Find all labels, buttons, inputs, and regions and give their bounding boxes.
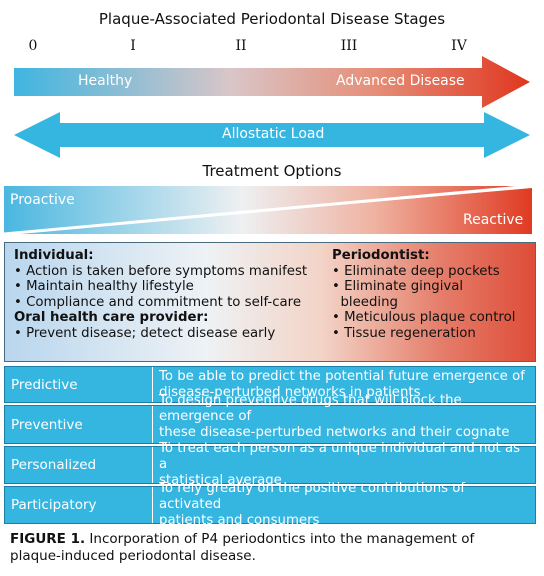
list-item: • Eliminate deep pockets — [332, 263, 500, 279]
list-item: • Maintain healthy lifestyle — [14, 279, 194, 294]
p4-row-participatory: Participatory To rely greatly on the pos… — [4, 481, 536, 528]
caption-text: plaque-induced periodontal disease. — [10, 548, 256, 564]
p4-description: To treat each person as a unique individ… — [159, 441, 521, 488]
stage-label: 0 — [28, 38, 38, 54]
list-item: • Eliminate gingival — [332, 279, 464, 294]
list-item: • Meticulous plaque control — [332, 310, 516, 325]
p4-row-preventive: Preventive To design preventive drugs th… — [4, 392, 536, 456]
allostatic-load-arrow — [14, 112, 530, 158]
p4-description: To rely greatly on the positive contribu… — [159, 481, 466, 528]
list-item: • Tissue regeneration — [332, 325, 476, 341]
list-item: • Prevent disease; detect disease early — [14, 325, 276, 341]
p4-row-predictive: Predictive To be able to predict the pot… — [4, 366, 536, 403]
healthy-label: Healthy — [78, 73, 133, 89]
p4-row-personalized: Personalized To treat each person as a u… — [4, 441, 536, 488]
p4-description: To be able to predict the potential futu… — [159, 368, 525, 400]
caption-text: Incorporation of P4 periodontics into th… — [85, 531, 475, 547]
individual-section: Individual: • Action is taken before sym… — [14, 248, 334, 341]
allostatic-load-label: Allostatic Load — [222, 126, 325, 142]
p4-description: To design preventive drugs that will blo… — [159, 392, 510, 456]
list-item: • Action is taken before symptoms manife… — [14, 263, 308, 279]
list-item: • Compliance and commitment to self-care — [14, 294, 302, 310]
treatment-details-box — [4, 242, 536, 362]
p4-label: Participatory — [5, 487, 153, 523]
reactive-label: Reactive — [463, 212, 524, 228]
treatment-options-title: Treatment Options — [202, 162, 342, 180]
stage-label: III — [340, 38, 358, 54]
provider-heading: Oral health care provider: — [14, 310, 209, 325]
list-item: bleeding — [340, 294, 398, 310]
proactive-label: Proactive — [10, 192, 75, 208]
stage-label: IV — [451, 38, 467, 54]
p4-label: Preventive — [5, 406, 153, 443]
p4-label: Personalized — [5, 447, 153, 483]
periodontist-section: Periodontist: • Eliminate deep pockets •… — [332, 248, 532, 341]
caption-label: FIGURE 1. — [10, 531, 86, 547]
periodontist-heading: Periodontist: — [332, 248, 430, 263]
treatment-wedge — [3, 186, 533, 234]
figure-caption: FIGURE 1. Incorporation of P4 periodonti… — [10, 531, 530, 565]
diagram-title: Plaque-Associated Periodontal Disease St… — [98, 10, 446, 28]
stage-label: I — [130, 38, 136, 54]
advanced-disease-label: Advanced Disease — [336, 73, 465, 89]
stage-label: II — [235, 38, 247, 54]
individual-heading: Individual: — [14, 248, 94, 263]
progression-arrow — [14, 56, 530, 108]
p4-label: Predictive — [5, 367, 153, 402]
